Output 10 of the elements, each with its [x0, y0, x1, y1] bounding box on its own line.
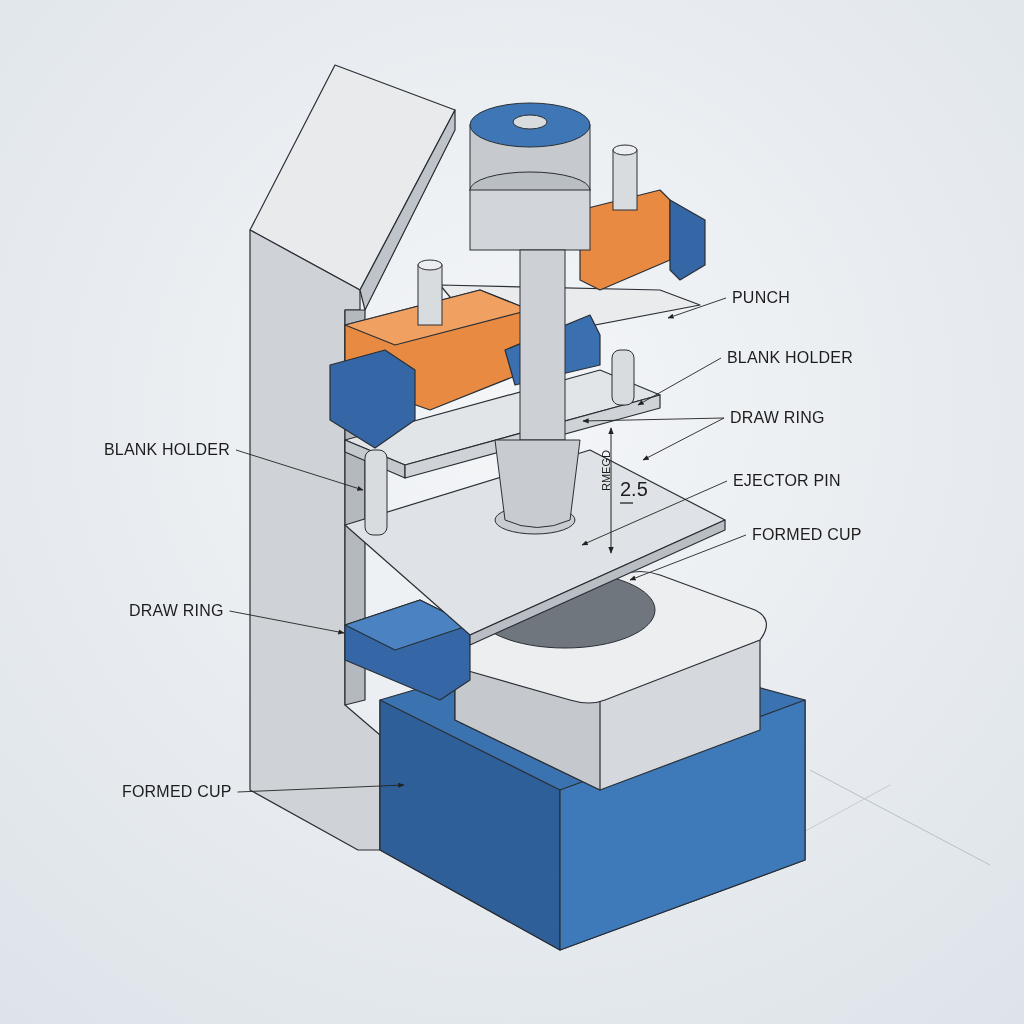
callout-label: BLANK HOLDER [727, 349, 853, 367]
callout-label: EJECTOR PIN [733, 472, 841, 490]
callout-label: DRAW RING [129, 602, 224, 620]
callout-label: FORMED CUP [752, 526, 862, 544]
callout-label: BLANK HOLDER [104, 441, 230, 459]
dimension-value: 2.5 [620, 478, 648, 501]
callout-label: FORMED CUP [122, 783, 232, 801]
dimension-text: RMEGD [600, 449, 612, 491]
callout-label: DRAW RING [730, 409, 825, 427]
callout-label: PUNCH [732, 289, 790, 307]
